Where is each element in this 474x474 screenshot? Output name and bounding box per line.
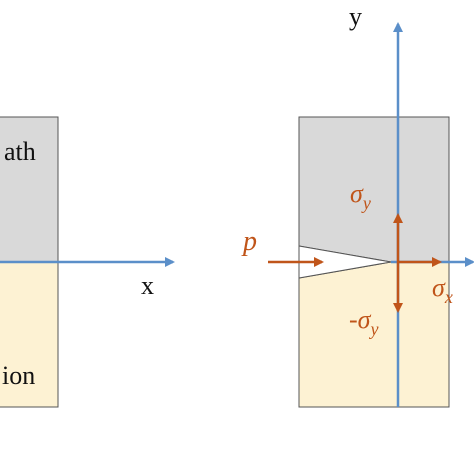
right-upper-region [298, 116, 450, 263]
left-x-axis-label: x [141, 271, 154, 300]
sigma-x-symbol: σ [432, 273, 446, 302]
right-panel: y p σy σx -σy [241, 2, 474, 408]
sigma-y-symbol: σ [350, 179, 364, 208]
left-lower-label: ion [2, 361, 35, 390]
left-panel: ath ion x [0, 116, 175, 408]
left-upper-region [0, 116, 59, 263]
left-upper-label: ath [4, 137, 36, 166]
sigma-y-subscript: y [361, 193, 371, 213]
sigma-y-label: σy [350, 179, 371, 213]
sigma-x-subscript: x [444, 287, 453, 307]
right-y-axis-label: y [349, 2, 362, 31]
neg-sigma-y-symbol: σ [358, 305, 372, 334]
left-lower-region [0, 261, 59, 408]
sigma-x-label: σx [432, 273, 453, 307]
neg-sigma-y-prefix: - [349, 305, 358, 334]
neg-sigma-y-label: -σy [349, 305, 379, 339]
force-p-label: p [241, 226, 257, 257]
neg-sigma-y-subscript: y [369, 319, 379, 339]
